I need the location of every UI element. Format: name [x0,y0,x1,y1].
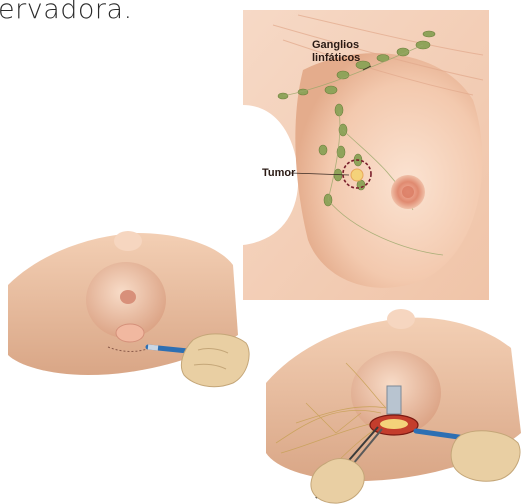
surgical-excision-illustration [266,303,526,504]
label-tumor: Tumor [262,168,295,179]
tumor-mass [351,169,363,181]
caption-text: ervadora. [0,0,133,25]
retractor [387,386,401,414]
nipple-left-view [120,290,136,304]
breast-shape [295,53,482,288]
breast-anatomy-illustration [243,10,489,300]
label-linfaticos: linfáticos [312,53,360,64]
incision-site [116,324,144,342]
label-ganglios: Ganglios [312,40,359,51]
gloved-hand [181,334,249,387]
incision-marking-illustration [8,225,253,400]
gloved-hand-right [451,431,520,481]
